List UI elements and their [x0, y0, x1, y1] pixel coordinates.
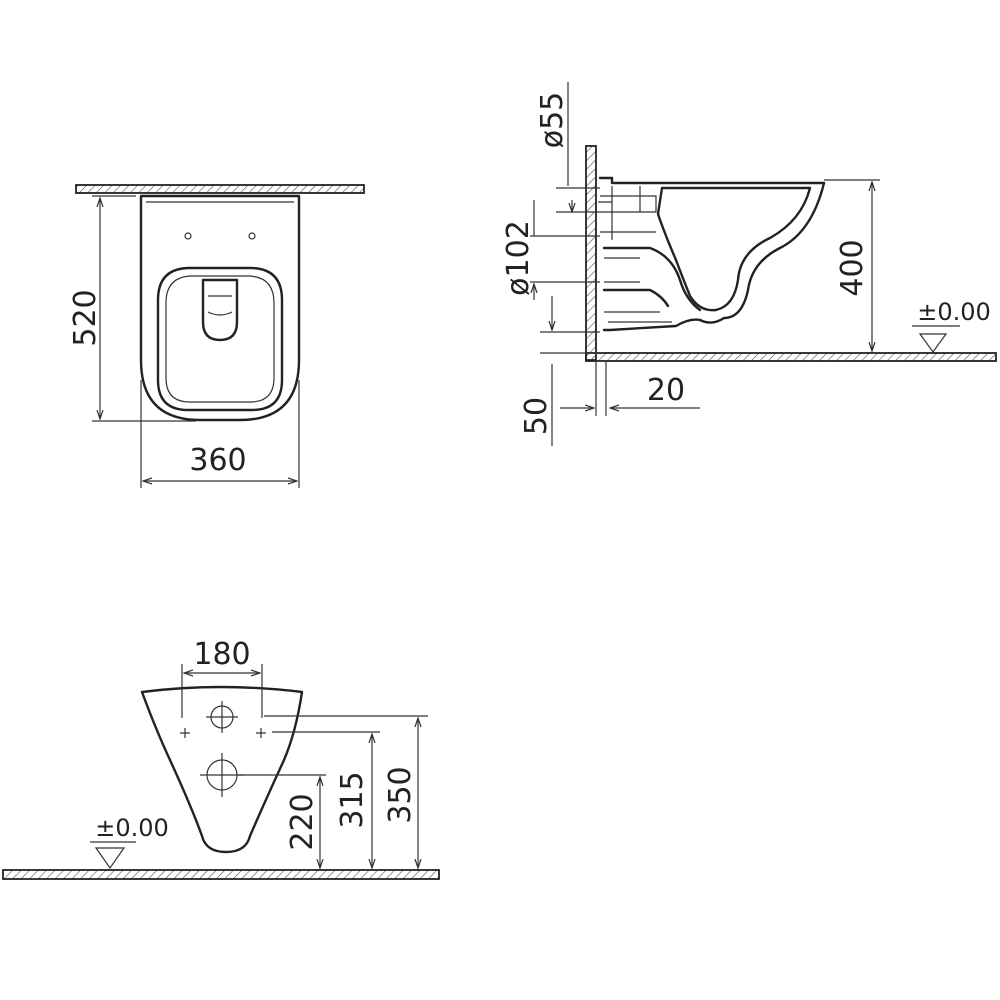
dim-label-50: 50 — [519, 397, 554, 435]
side-view-trap — [602, 246, 702, 312]
dim-label-o55: ø55 — [535, 92, 570, 149]
dim-label-315: 315 — [335, 771, 370, 828]
top-view-bowl-outline — [139, 194, 301, 422]
side-view-level-marker — [912, 325, 960, 354]
dim-label-220: 220 — [285, 793, 320, 850]
top-view-seat-opening-inner — [165, 275, 275, 403]
front-view-bolt-left — [180, 728, 190, 738]
dim-label-400: 400 — [835, 239, 870, 296]
top-view-bolt-hole-right — [248, 232, 256, 240]
front-view-level-label: ±0.00 — [95, 814, 169, 842]
side-view-floor — [585, 352, 997, 362]
side-view: ø55 ø102 400 ±0.00 20 50 — [501, 82, 997, 446]
side-view-level-label: ±0.00 — [917, 298, 991, 326]
dim-label-350: 350 — [383, 766, 418, 823]
side-view-bowl-outline — [598, 176, 826, 332]
front-view-bolt-right — [256, 728, 266, 738]
front-view: 180 220 315 350 ±0.00 — [2, 637, 440, 880]
front-view-bowl-outline — [140, 685, 304, 854]
dim-label-o102: ø102 — [501, 220, 536, 296]
side-view-wall — [585, 145, 597, 361]
top-view-bolt-hole-left — [184, 232, 192, 240]
side-view-outlet-pipe — [604, 257, 672, 323]
top-view-seat-opening — [156, 266, 284, 412]
dim-label-180: 180 — [193, 637, 250, 672]
side-view-bowl-inner — [656, 186, 812, 312]
top-view-wall — [75, 184, 365, 194]
top-view-flush-outlet-inner — [207, 295, 233, 316]
front-view-level-marker — [90, 841, 136, 870]
top-view: 520 360 — [68, 184, 365, 488]
dim-label-360: 360 — [189, 443, 246, 478]
dim-label-520: 520 — [68, 289, 103, 346]
front-view-floor — [2, 869, 440, 880]
dim-label-20: 20 — [647, 373, 685, 408]
top-view-flush-outlet — [201, 278, 239, 342]
side-view-fixing — [598, 186, 657, 240]
